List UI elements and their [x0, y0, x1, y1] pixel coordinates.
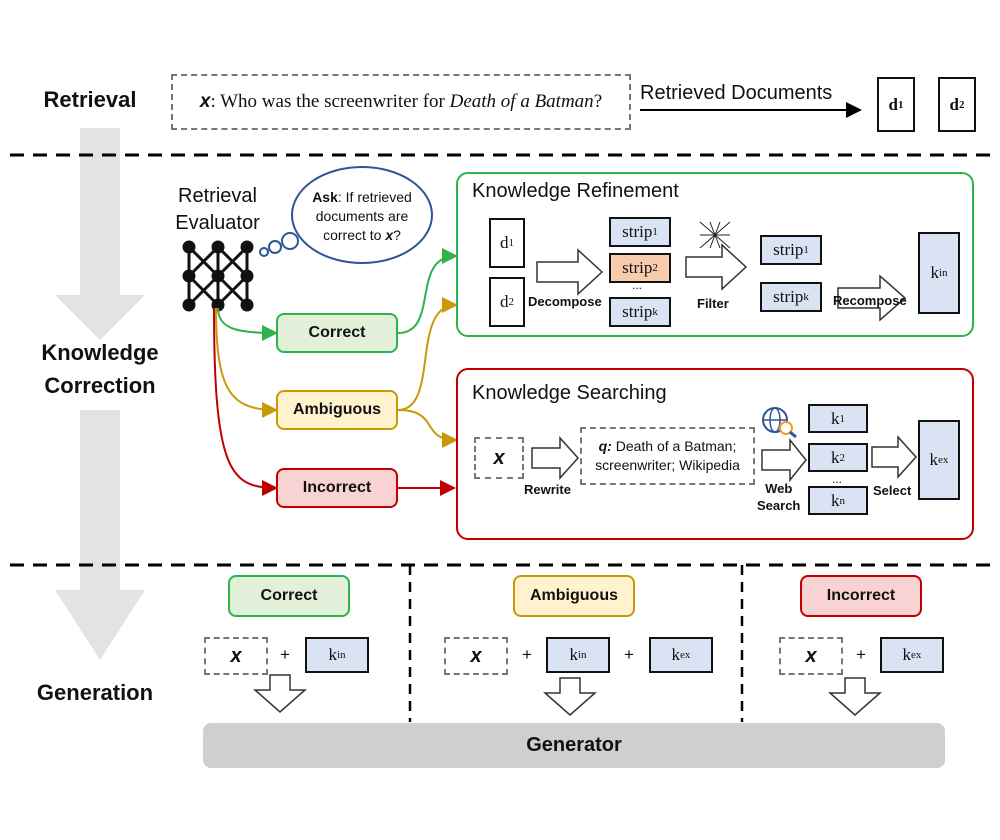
rewrite-label: Rewrite	[524, 482, 571, 497]
query-text: : Who was the screenwriter for	[210, 91, 450, 112]
hollow-arrow-icon	[253, 243, 918, 716]
query-box: x: Who was the screenwriter for Death of…	[171, 74, 631, 130]
thought-cloud-icon	[259, 166, 433, 264]
decompose-label: Decompose	[528, 294, 602, 309]
strip-ellipsis: ...	[632, 278, 643, 292]
gen-incorrect: Incorrect	[800, 575, 922, 617]
filter-network-icon	[699, 221, 731, 249]
knowledge-searching-panel	[456, 368, 974, 540]
plus: +	[624, 645, 634, 664]
knowledge-searching-title: Knowledge Searching	[472, 382, 667, 404]
generator: Generator	[203, 723, 945, 768]
gen-x-ambiguous: x	[444, 637, 508, 675]
knowledge-refinement-panel	[456, 172, 974, 337]
query-x: x	[199, 91, 211, 112]
retrieval-evaluator-label: Retrieval Evaluator	[175, 185, 260, 234]
gen-x-correct: x	[204, 637, 268, 675]
query-title: Death of a Batman	[449, 91, 594, 112]
select-label: Select	[873, 483, 912, 498]
plus: +	[522, 645, 532, 664]
action-correct: Correct	[276, 313, 398, 353]
action-incorrect: Incorrect	[276, 468, 398, 508]
section-knowledge-correction: Knowledge Correction	[41, 340, 159, 398]
retrieved-documents-label: Retrieved Documents	[640, 82, 833, 104]
query-suffix: ?	[593, 91, 603, 112]
search-x: x	[474, 437, 524, 479]
gen-x-incorrect: x	[779, 637, 843, 675]
gen-correct: Correct	[228, 575, 350, 617]
section-retrieval: Retrieval	[43, 87, 137, 112]
rewritten-query-box: q: Death of a Batman; screenwriter; Wiki…	[580, 427, 755, 485]
plus: +	[280, 645, 290, 664]
action-ambiguous: Ambiguous	[276, 390, 398, 430]
web-search-globe-icon	[762, 407, 797, 439]
plus: +	[856, 645, 866, 664]
section-generation: Generation	[36, 680, 154, 705]
knowledge-refinement-title: Knowledge Refinement	[472, 180, 679, 202]
k-ellipsis: ...	[832, 472, 843, 486]
filter-label: Filter	[697, 296, 729, 311]
gen-ambiguous: Ambiguous	[513, 575, 635, 617]
ask-text: Ask: If retrieved documents are correct …	[312, 189, 412, 243]
neural-network-icon	[182, 240, 254, 312]
recompose-label: Recompose	[833, 293, 907, 308]
